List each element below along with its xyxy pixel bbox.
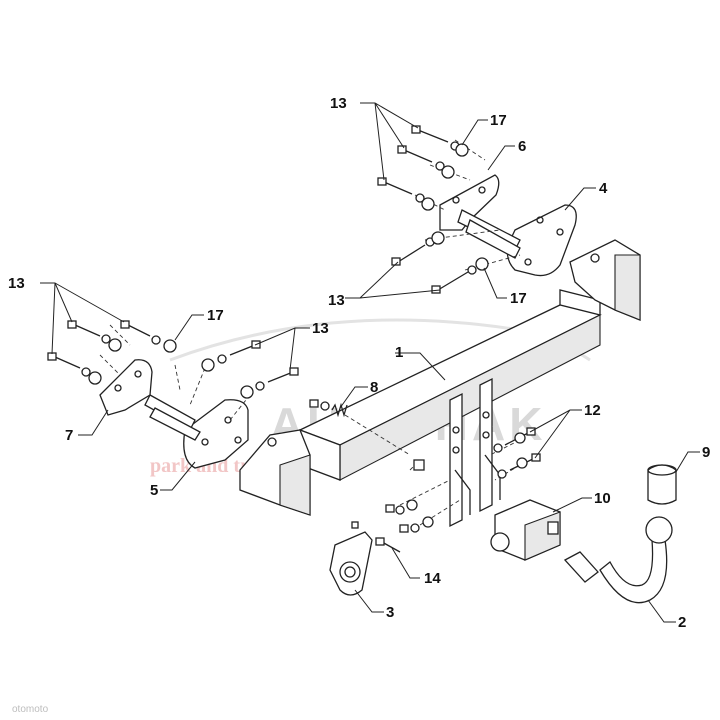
left-end-bracket <box>239 429 311 516</box>
callout-17-right: 17 <box>510 290 527 307</box>
bolts-group-right <box>391 231 489 294</box>
crossbar-part-1 <box>298 289 602 528</box>
bolt-part-14 <box>375 537 401 553</box>
callout-10: 10 <box>594 490 611 507</box>
callout-13-right: 13 <box>328 292 345 309</box>
ball-cap-part-9 <box>647 464 677 505</box>
side-member-part-7 <box>99 359 201 441</box>
callout-17-top: 17 <box>490 112 507 129</box>
plate-part-5 <box>183 399 249 469</box>
leader-lines <box>40 102 700 623</box>
socket-bracket-part-3 <box>329 521 373 596</box>
callout-2: 2 <box>678 614 686 631</box>
callout-1: 1 <box>395 344 403 361</box>
side-member-part-6 <box>439 174 521 259</box>
callout-3: 3 <box>386 604 394 621</box>
callout-12: 12 <box>584 402 601 419</box>
bolts-group-middle <box>201 340 299 399</box>
callout-7: 7 <box>65 427 73 444</box>
right-end-bracket <box>569 239 641 321</box>
callout-14: 14 <box>424 570 441 587</box>
callout-13-middle: 13 <box>312 320 329 337</box>
callout-labels: 13 17 6 4 13 17 13 13 17 1 8 7 5 12 10 9… <box>8 95 710 631</box>
callout-4: 4 <box>599 180 608 197</box>
bolts-group-left <box>47 320 177 385</box>
bolts-group-top <box>377 125 469 211</box>
plate-part-4 <box>506 204 577 277</box>
bolt-part-8 <box>309 399 348 418</box>
module-part-10 <box>490 499 561 561</box>
callout-5: 5 <box>150 482 158 499</box>
callout-9: 9 <box>702 444 710 461</box>
callout-8: 8 <box>370 379 378 396</box>
callout-13-top: 13 <box>330 95 347 112</box>
tow-ball-neck-part-2 <box>563 516 673 604</box>
corner-watermark: otomoto <box>12 704 49 715</box>
bolts-lower-middle <box>385 459 434 533</box>
callout-13-left: 13 <box>8 275 25 292</box>
callout-6: 6 <box>518 138 526 155</box>
callout-17-left: 17 <box>207 307 224 324</box>
